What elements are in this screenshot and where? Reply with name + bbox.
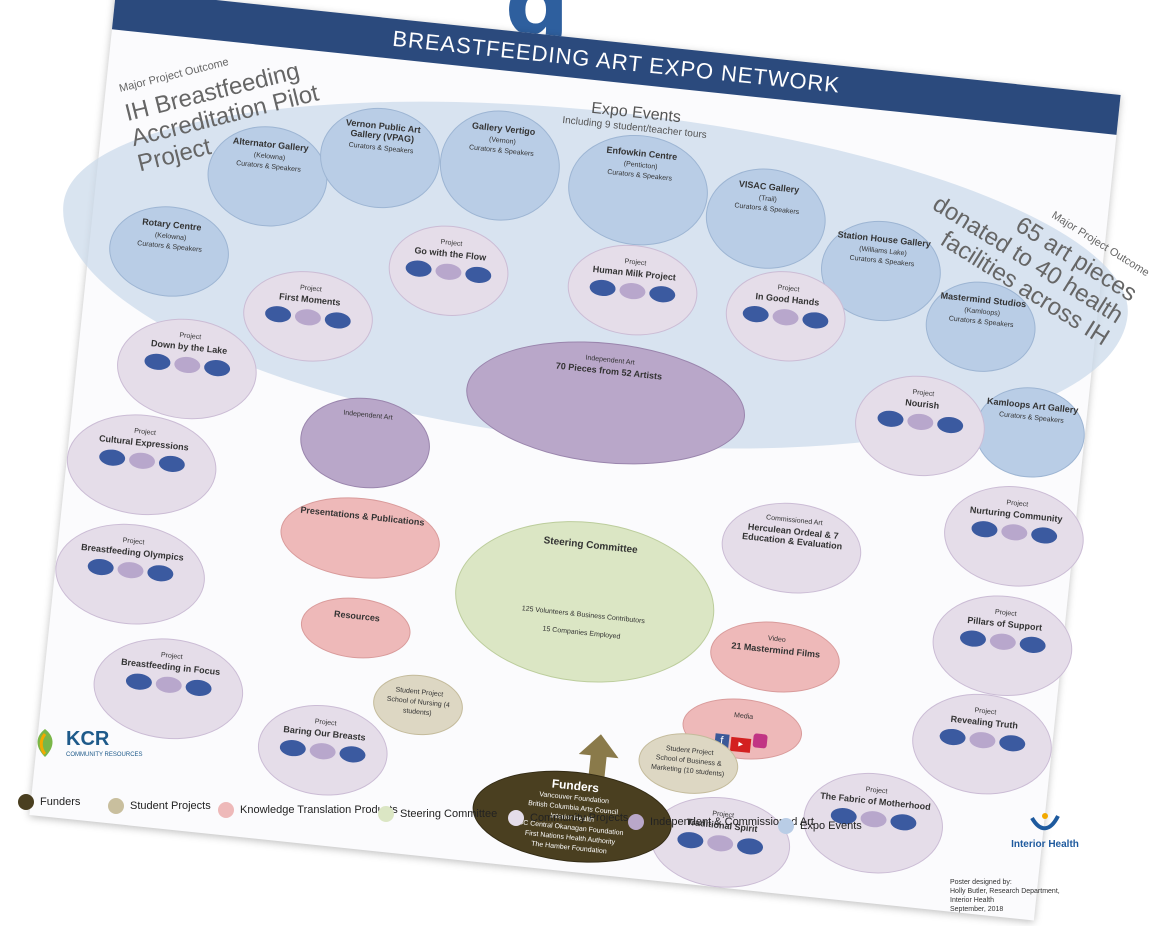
subgroup-bubble bbox=[648, 284, 677, 304]
subgroup-bubble bbox=[116, 560, 145, 580]
legend-item: Expo Events bbox=[778, 818, 862, 834]
subgroup-bubble bbox=[264, 304, 292, 324]
subgroup-bubble bbox=[618, 281, 647, 301]
legend-item: Knowledge Translation Products bbox=[218, 802, 398, 818]
subgroup-bubble bbox=[936, 415, 964, 435]
steering-committee-ellipse: Steering Committee 125 Volunteers & Busi… bbox=[447, 508, 723, 695]
subgroup-bubble bbox=[1018, 635, 1047, 655]
legend-item: Student Projects bbox=[108, 798, 211, 814]
video-ellipse: Video 21 Mastermind Films bbox=[706, 615, 844, 699]
subgroup-bubble bbox=[125, 672, 153, 691]
ih-name: Interior Health bbox=[1011, 839, 1079, 850]
resources-ellipse: Resources bbox=[297, 592, 414, 664]
legend-swatch bbox=[628, 814, 644, 830]
legend-item: Steering Committee bbox=[378, 806, 497, 822]
subgroup-bubble bbox=[1000, 523, 1029, 542]
subgroup-bubble bbox=[98, 448, 126, 467]
legend-label: Expo Events bbox=[800, 819, 862, 832]
subgroup-bubble bbox=[989, 632, 1017, 652]
legend-label: Steering Committee bbox=[400, 807, 498, 820]
resources-title: Resources bbox=[333, 608, 381, 624]
media-label: Media bbox=[733, 712, 754, 722]
subgroup-bubble bbox=[323, 311, 352, 330]
legend: Funders Student Projects Knowledge Transla… bbox=[18, 794, 898, 834]
subgroup-bubble bbox=[968, 730, 997, 750]
student-project-nursing: Student Project School of Nursing (4 stu… bbox=[370, 670, 466, 740]
subgroup-bubble bbox=[906, 412, 935, 432]
subgroup-bubble bbox=[771, 307, 800, 327]
credit-line-2: Holly Butler, Research Department, Inter… bbox=[950, 888, 1060, 904]
subgroup-bubble bbox=[998, 733, 1027, 753]
subgroup-bubble bbox=[128, 451, 156, 471]
subgroup-bubble bbox=[146, 563, 175, 583]
legend-swatch bbox=[508, 810, 524, 826]
subgroup-bubble bbox=[154, 675, 183, 695]
subgroup-bubble bbox=[1030, 526, 1058, 545]
instagram-icon[interactable] bbox=[752, 733, 769, 749]
legend-item: Community Projects bbox=[508, 810, 628, 826]
subgroup-bubble bbox=[86, 557, 115, 577]
interior-health-swoosh-icon bbox=[1030, 813, 1060, 831]
legend-swatch bbox=[778, 818, 794, 834]
subgroup-bubble bbox=[173, 355, 202, 375]
interior-health-logo: Interior Health bbox=[1000, 812, 1090, 872]
legend-swatch bbox=[218, 802, 234, 818]
steering-title: Steering Committee bbox=[543, 535, 639, 557]
subgroup-bubble bbox=[404, 259, 433, 278]
subgroup-bubble bbox=[143, 352, 172, 372]
subgroup-bubble bbox=[676, 830, 705, 850]
kcr-sub: COMMUNITY RESOURCES bbox=[66, 752, 143, 758]
poster-credit: Poster designed by: Holly Butler, Resear… bbox=[950, 878, 1070, 914]
legend-label: Funders bbox=[40, 795, 81, 808]
subgroup-bubble bbox=[338, 745, 367, 764]
subgroup-bubble bbox=[938, 727, 967, 747]
legend-label: Community Projects bbox=[530, 811, 629, 824]
subgroup-bubble bbox=[203, 358, 231, 378]
legend-swatch bbox=[18, 794, 34, 810]
presentations-title: Presentations & Publications bbox=[299, 504, 425, 528]
legend-item: Funders bbox=[18, 794, 80, 810]
credit-line-1: Poster designed by: bbox=[950, 879, 1012, 886]
subgroup-bubble bbox=[876, 409, 905, 429]
subgroup-bubble bbox=[588, 278, 617, 298]
subgroup-bubble bbox=[736, 837, 764, 856]
legend-swatch bbox=[108, 798, 124, 814]
subgroup-bubble bbox=[158, 454, 186, 474]
subgroup-bubble bbox=[801, 311, 830, 330]
subgroup-bubble bbox=[184, 678, 213, 698]
subgroup-bubble bbox=[294, 308, 322, 327]
legend-item: Independent & Commissioned Art bbox=[628, 814, 814, 830]
legend-label: Independent & Commissioned Art bbox=[650, 815, 814, 828]
subgroup-bubble bbox=[308, 741, 337, 761]
kcr-name: KCR bbox=[66, 728, 110, 750]
youtube-icon[interactable]: ▶ bbox=[729, 736, 752, 753]
subgroup-bubble bbox=[706, 833, 734, 853]
presentations-ellipse: Presentations & Publications bbox=[276, 489, 444, 587]
kcr-logo: KCR COMMUNITY RESOURCES bbox=[28, 722, 148, 772]
subgroup-bubble bbox=[434, 262, 463, 282]
subgroup-bubble bbox=[970, 519, 999, 539]
legend-swatch bbox=[378, 806, 394, 822]
legend-label: Knowledge Translation Products bbox=[240, 803, 398, 816]
kcr-leaf-icon bbox=[37, 729, 53, 757]
subgroup-bubble bbox=[464, 265, 493, 285]
subgroup-bubble bbox=[279, 738, 307, 758]
poster: BREASTFEEDING ART EXPO NETWORK Major Pro… bbox=[29, 0, 1151, 921]
credit-line-3: September, 2018 bbox=[950, 906, 1004, 913]
legend-label: Student Projects bbox=[130, 799, 211, 812]
subgroup-bubble bbox=[959, 629, 987, 648]
subgroup-bubble bbox=[741, 304, 770, 324]
commissioned-art-ellipse: Commissioned Art Herculean Ordeal & 7 Ed… bbox=[717, 496, 866, 601]
